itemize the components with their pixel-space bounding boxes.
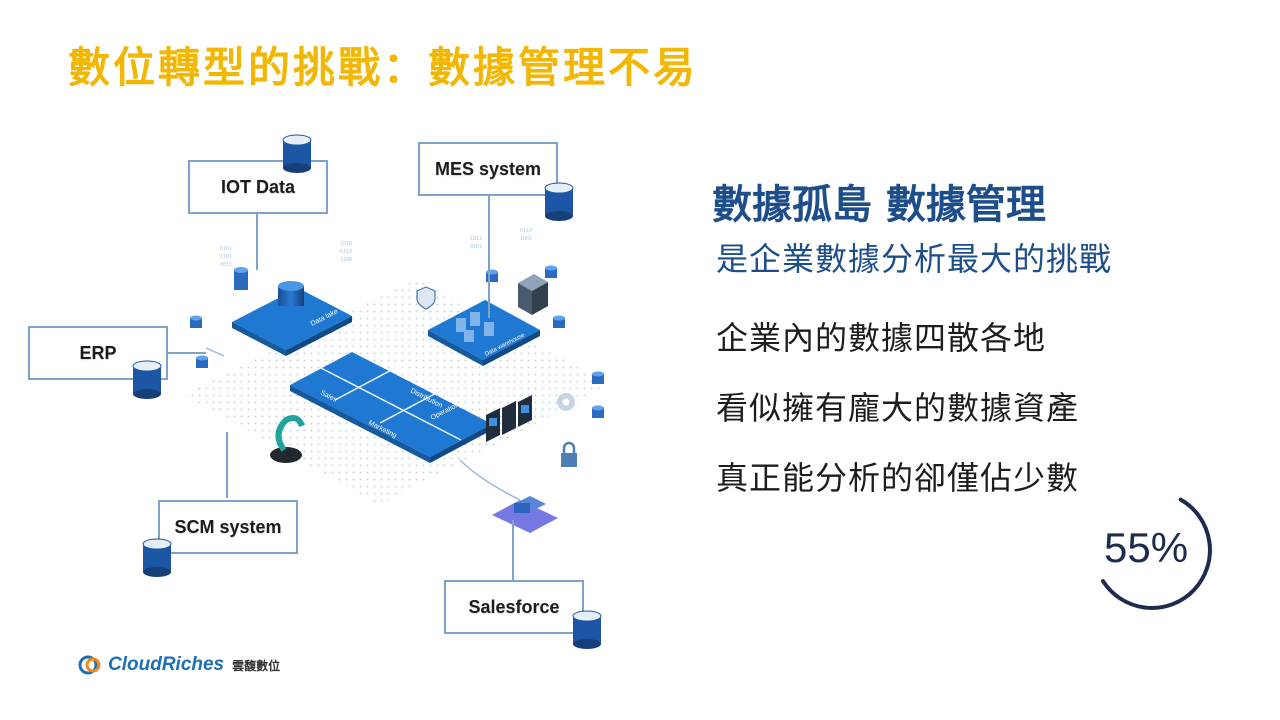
company-logo: CloudRiches 雲馥數位 (78, 654, 280, 676)
warehouse-blocks-icon (456, 312, 494, 342)
system-label-mes: MES system (434, 158, 542, 179)
database-stack-icon (234, 267, 248, 290)
shield-icon (416, 286, 436, 310)
percent-gauge-arc (1101, 497, 1212, 610)
svg-text:0101: 0101 (470, 244, 482, 250)
point-line: 看似擁有龐大的數據資產 (716, 389, 1080, 427)
server-stack-icon (518, 274, 548, 315)
svg-text:1011: 1011 (470, 236, 482, 242)
svg-text:1001: 1001 (520, 236, 532, 242)
svg-text:0110: 0110 (520, 228, 532, 234)
business-tiles: Accounting Sales Distribution Marketing … (290, 352, 492, 463)
logo-subtitle: 雲馥數位 (232, 658, 281, 673)
data-lake-cylinder-icon (278, 281, 304, 306)
platform-house-icon (492, 496, 558, 533)
system-box-mes: MES system (418, 142, 558, 196)
database-icon-mes (544, 182, 574, 221)
binary-data-streams: 0101 1101 0011 1010 0110 1100 0110 1001 1011 0… (220, 228, 532, 268)
point-list: 企業內的數據四散各地 看似擁有龐大的數據資產 真正能分析的卻僅佔少數 (716, 316, 1079, 526)
system-label-salesforce: Salesforce (468, 596, 560, 617)
connector-salesforce (512, 520, 514, 582)
system-label-scm: SCM system (174, 516, 282, 537)
database-icon-iot (282, 134, 312, 173)
data-silo-diagram: Data lake Data warehouse Accounting Sale… (0, 120, 660, 660)
robot-arm-icon (270, 415, 305, 463)
svg-text:1010: 1010 (340, 241, 352, 247)
cloudriches-logo-icon (78, 655, 101, 675)
isometric-platform-illustration: Data lake Data warehouse Accounting Sale… (185, 228, 610, 533)
svg-text:1100: 1100 (340, 257, 352, 263)
svg-text:0011: 0011 (220, 262, 232, 268)
logo-name: CloudRiches (108, 654, 225, 675)
system-label-iot-data: IOT Data (220, 176, 295, 197)
svg-text:1101: 1101 (220, 254, 232, 260)
connector-scm (226, 432, 228, 498)
system-label-erp: ERP (79, 342, 117, 363)
database-icon-salesforce (572, 610, 602, 649)
monitor-panels-icon (486, 395, 532, 442)
svg-text:0110: 0110 (340, 249, 352, 255)
percent-gauge-label: 55% (1104, 524, 1189, 571)
connector-mes (488, 194, 490, 318)
point-line: 真正能分析的卻僅佔少數 (716, 459, 1080, 497)
section-heading: 數據孤島 數據管理 (712, 182, 1046, 228)
data-lake-tile: Data lake (232, 288, 352, 356)
node-cylinder-icons (190, 265, 604, 418)
section-subheading: 是企業數據分析最大的挑戰 (716, 240, 1113, 278)
connector-erp (166, 352, 206, 354)
gear-icon (557, 393, 575, 411)
padlock-icon (561, 441, 577, 467)
system-box-scm: SCM system (158, 500, 298, 554)
slide-title: 數位轉型的挑戰：數據管理不易 (68, 43, 699, 92)
database-icon-scm (142, 538, 172, 577)
svg-text:0101: 0101 (220, 246, 232, 252)
database-icon-erp (132, 360, 162, 399)
system-box-salesforce: Salesforce (444, 580, 584, 634)
connector-iot (256, 212, 258, 270)
point-line: 企業內的數據四散各地 (716, 319, 1047, 357)
